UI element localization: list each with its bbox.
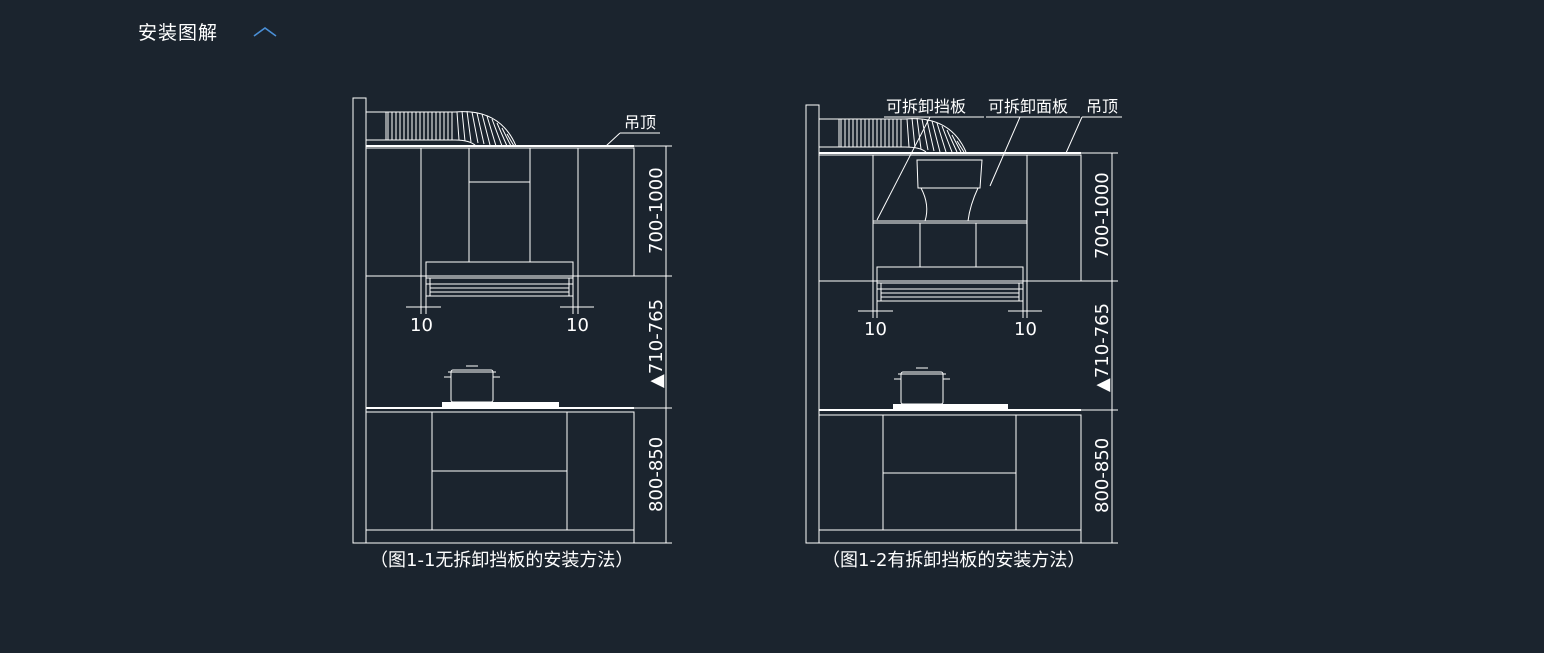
diagram-no-baffle: 吊顶 10 10 xyxy=(352,97,672,571)
ceiling-label: 吊顶 xyxy=(1086,97,1118,116)
panel-label: 可拆卸面板 xyxy=(988,97,1068,116)
panel-leader xyxy=(989,116,1021,187)
baffle-label: 可拆卸挡板 xyxy=(886,97,966,116)
duct-connector xyxy=(916,159,983,189)
dim-middle-label: ▲710-765 xyxy=(646,299,667,388)
chevron-up-icon xyxy=(253,26,277,37)
gap-right-label: 10 xyxy=(566,315,589,336)
gap-right-label: 10 xyxy=(1014,319,1037,340)
cooking-pot xyxy=(894,367,950,405)
duct-stub xyxy=(818,118,840,148)
dim-middle-label: ▲710-765 xyxy=(1092,303,1113,392)
wall xyxy=(805,104,820,544)
cooking-pot xyxy=(444,365,500,403)
ceiling-label: 吊顶 xyxy=(624,113,656,132)
dim-lower-label: 800-850 xyxy=(1092,438,1113,513)
dim-upper-label: 700-1000 xyxy=(646,167,667,254)
gap-left-label: 10 xyxy=(410,315,433,336)
cooktop xyxy=(893,404,1008,409)
duct-stub xyxy=(365,111,387,141)
caption-figure-1-2: （图1-2有拆卸挡板的安装方法） xyxy=(822,550,1085,571)
flexible-duct xyxy=(386,110,517,147)
section-title: 安装图解 xyxy=(138,22,219,44)
range-hood xyxy=(425,261,574,297)
dim-upper-label: 700-1000 xyxy=(1092,172,1113,259)
cooktop xyxy=(442,402,559,407)
range-hood xyxy=(876,266,1024,302)
collapse-button[interactable] xyxy=(252,23,278,41)
flexible-duct xyxy=(839,117,967,153)
caption-figure-1-1: （图1-1无拆卸挡板的安装方法） xyxy=(370,550,633,571)
diagram-with-baffle: 可拆卸挡板 可拆卸面板 吊顶 10 10 xyxy=(805,97,1122,571)
section-header: 安装图解 xyxy=(138,18,278,45)
gap-left-label: 10 xyxy=(864,319,887,340)
upper-cabinets xyxy=(818,154,1082,282)
hood-chimney xyxy=(468,147,531,263)
baffle-leader xyxy=(876,116,931,221)
upper-cabinets xyxy=(365,147,635,277)
dim-lower-label: 800-850 xyxy=(646,437,667,512)
wall xyxy=(352,97,367,544)
